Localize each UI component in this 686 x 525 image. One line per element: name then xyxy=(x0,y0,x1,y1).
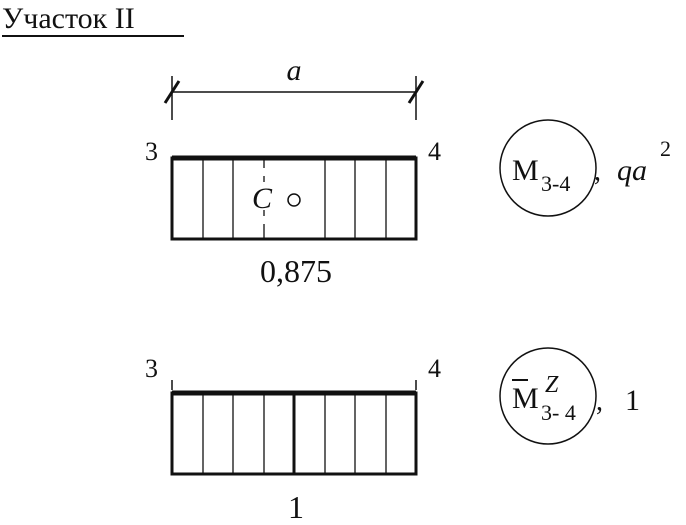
unit-separator: , xyxy=(594,156,601,187)
node-label-3: 3 xyxy=(145,354,158,383)
unit-base: qa xyxy=(617,154,647,187)
epure-value: 0,875 xyxy=(260,253,332,289)
diagram-m34: 3 4 C 0,875 M 3-4 , qa 2 xyxy=(145,119,671,289)
node-label-4: 4 xyxy=(428,354,441,383)
legend-circle xyxy=(499,119,597,217)
unit-value: 1 xyxy=(625,384,640,417)
epure-hatching xyxy=(202,158,387,239)
moment-superscript: Z xyxy=(545,372,559,398)
node-label-4: 4 xyxy=(428,137,441,166)
moment-symbol: M xyxy=(512,154,539,187)
unit-exponent: 2 xyxy=(660,136,671,161)
centroid-label: C xyxy=(252,182,273,215)
epure-value: 1 xyxy=(288,489,304,525)
legend-circle xyxy=(499,347,597,445)
centroid-marker xyxy=(287,193,301,207)
dimension-label: a xyxy=(287,54,302,87)
dimension-a: a xyxy=(163,54,425,120)
diagram-mz34: 3 4 1 M Z 3- 4 , 1 xyxy=(145,347,640,525)
epure-rect xyxy=(170,156,418,241)
moment-subscript: 3- 4 xyxy=(541,400,576,425)
epure-hatching xyxy=(202,393,387,474)
moment-symbol: M xyxy=(512,382,539,415)
unit-separator: , xyxy=(596,386,603,417)
node-label-3: 3 xyxy=(145,137,158,166)
section-title: Участок II xyxy=(2,2,135,35)
moment-subscript: 3-4 xyxy=(541,171,570,196)
